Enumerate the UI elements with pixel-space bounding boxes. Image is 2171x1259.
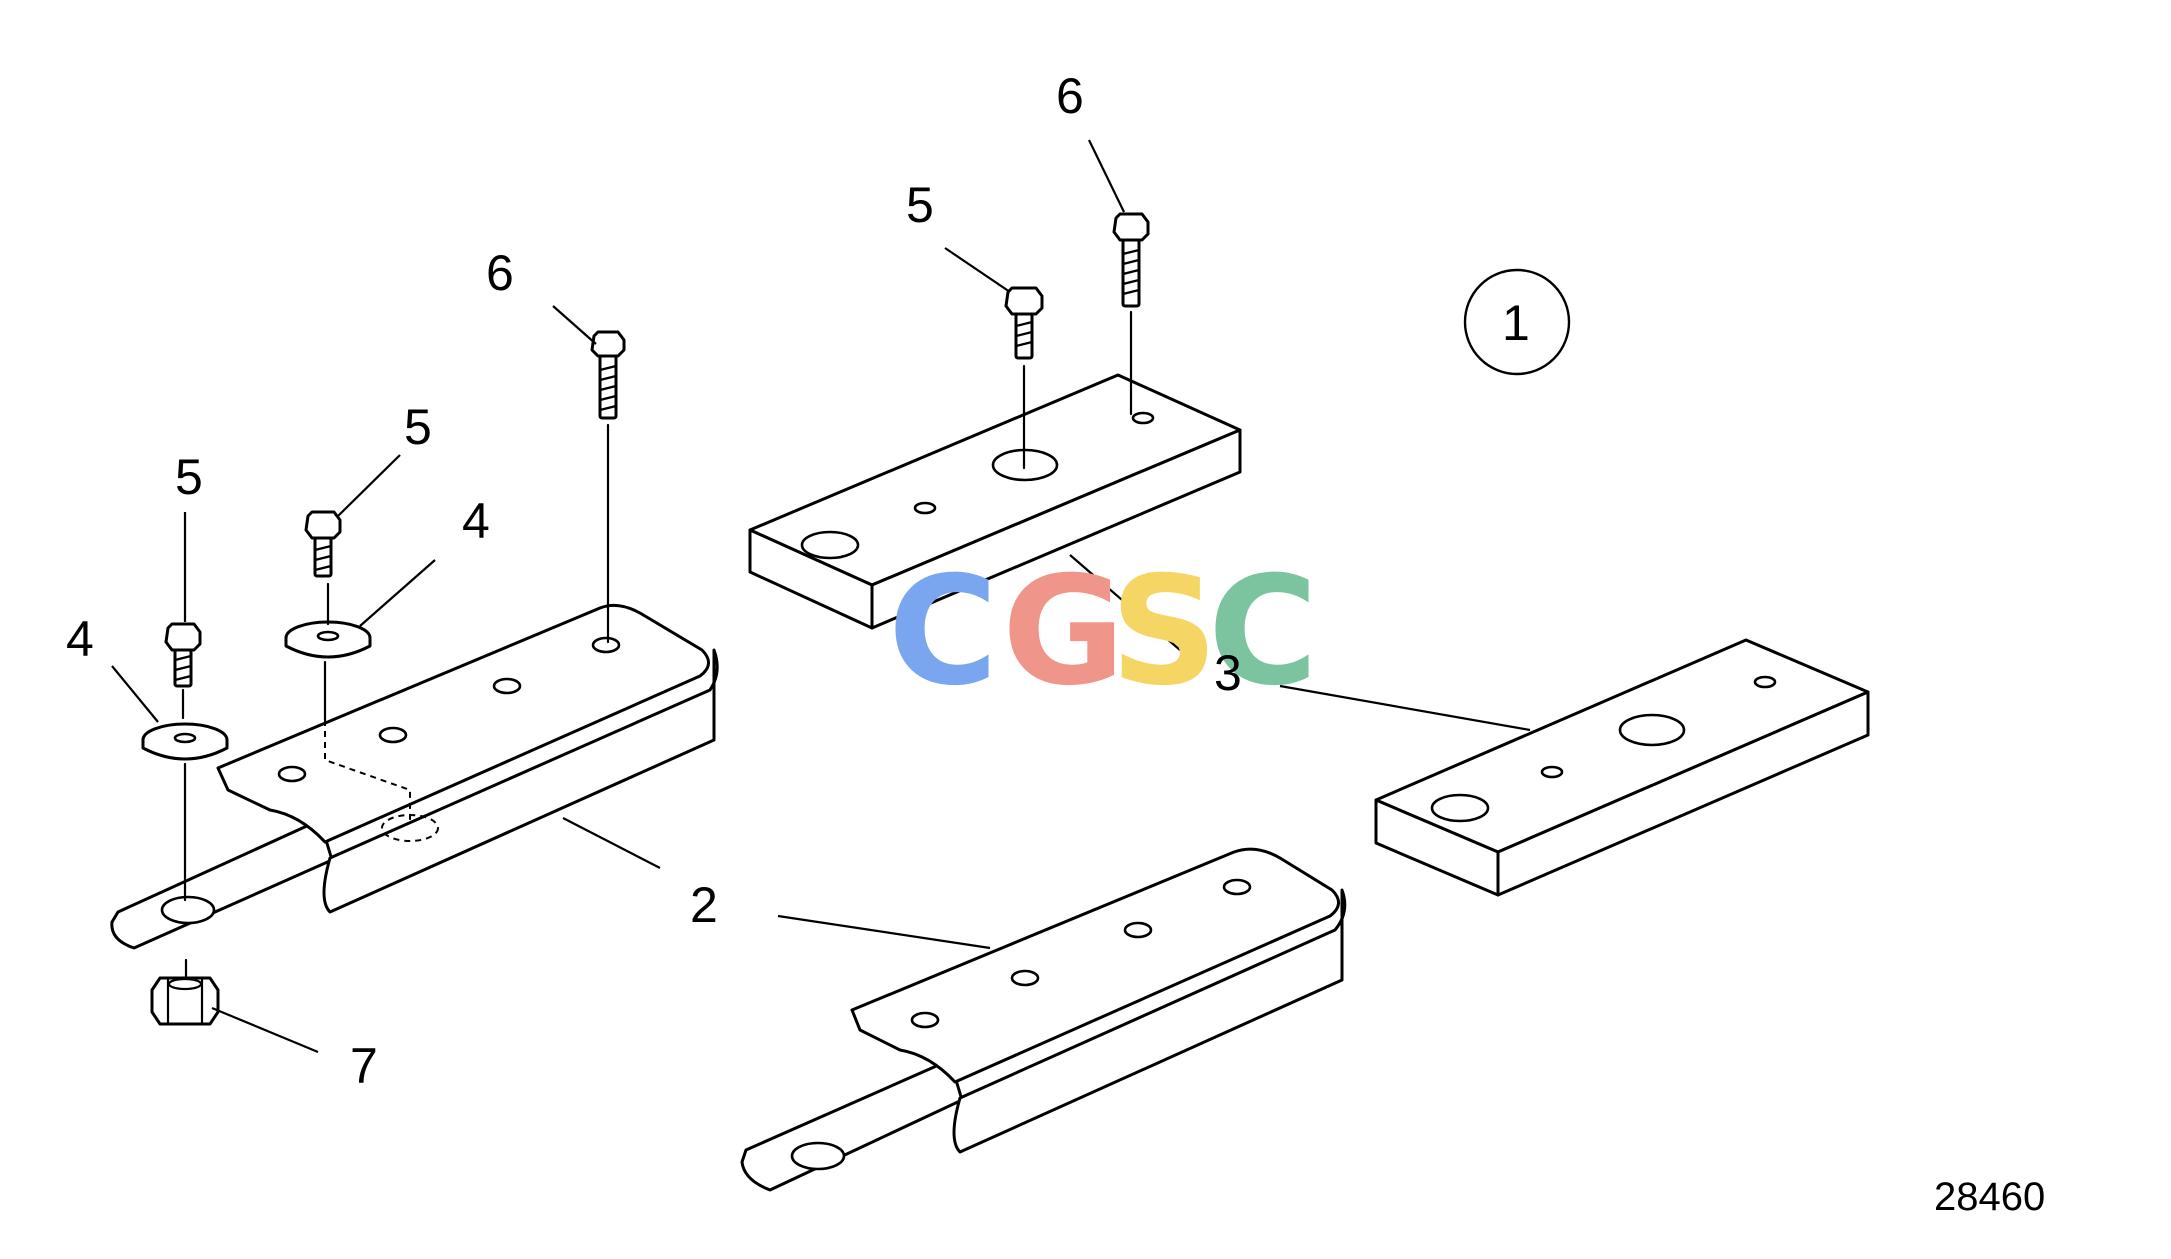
callout-6-left: 6 (486, 245, 514, 301)
callout-5-left: 5 (175, 449, 203, 505)
callout-3: 3 (1214, 645, 1242, 701)
washer-4-middle (284, 582, 372, 722)
watermark-letter-g: G (1002, 545, 1125, 719)
watermark-letter-c1: C (888, 545, 998, 719)
callout-1: 1 (1502, 295, 1530, 351)
watermark-letter-c2: C (1208, 545, 1318, 719)
bolt-6-left (590, 330, 626, 644)
callout-5-middle: 5 (404, 399, 432, 455)
figure-number: 28460 (1934, 1175, 2045, 1219)
callout-6-top: 6 (1056, 68, 1084, 124)
watermark-letter-s: S (1110, 545, 1218, 719)
callout-4-middle: 4 (462, 493, 490, 549)
callout-1-circle (1463, 268, 1571, 376)
cgsc-watermark: C G S C (888, 545, 1318, 719)
bolt-5-middle (304, 510, 342, 578)
callout-4-left: 4 (66, 611, 94, 667)
bracket-left (110, 603, 719, 950)
nut-7 (150, 958, 220, 1026)
bolt-5-top (1004, 286, 1044, 470)
washer-4-left (141, 722, 229, 902)
leader-lines (111, 139, 1531, 1054)
spacer-block-right (1374, 638, 1870, 897)
bolt-5-left (164, 622, 202, 720)
callout-2: 2 (690, 877, 718, 933)
callout-5-top: 5 (906, 177, 934, 233)
bracket-lower (740, 847, 1347, 1192)
callout-7: 7 (350, 1038, 378, 1094)
bolt-6-top (1112, 212, 1150, 416)
